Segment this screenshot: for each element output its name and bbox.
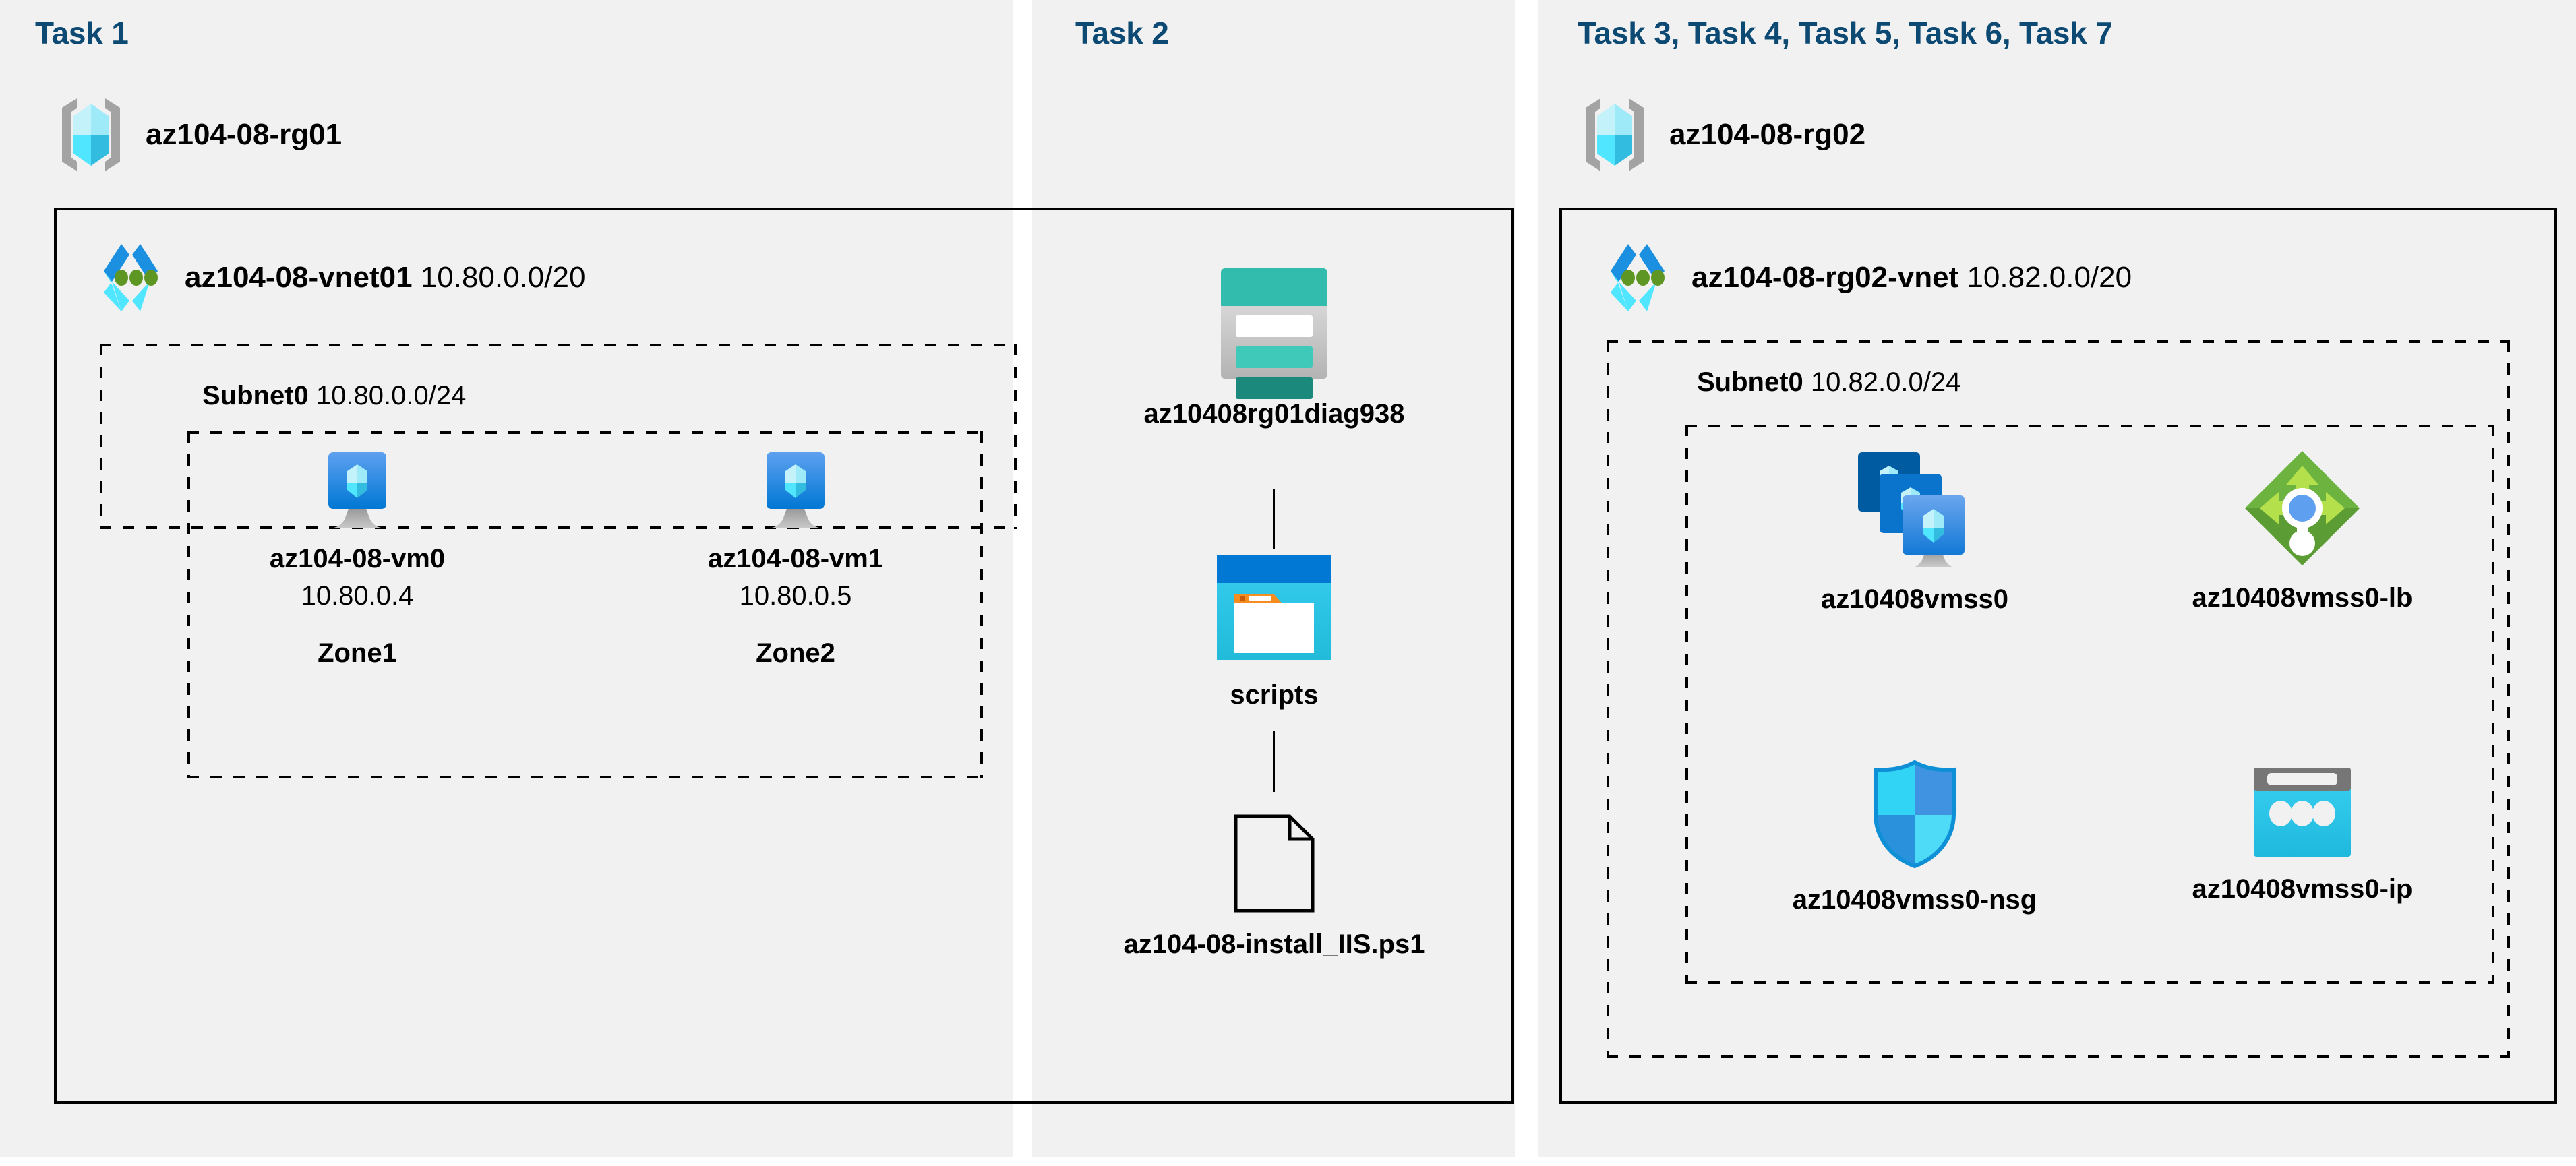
resource-group-rg02[interactable]: az104-08-rg02 <box>1578 94 1865 175</box>
storage-account-name: az10408rg01diag938 <box>1143 399 1405 429</box>
vm-scale-set-icon <box>1854 448 1975 570</box>
resource-group-rg02-label: az104-08-rg02 <box>1669 118 1866 151</box>
virtual-network-icon <box>94 240 167 315</box>
virtual-network-icon <box>1601 240 1674 315</box>
resource-group-rg01[interactable]: az104-08-rg01 <box>54 94 342 175</box>
resource-group-rg01-label: az104-08-rg01 <box>146 118 342 151</box>
rg02-vnet-label: az104-08-rg02-vnet 10.82.0.0/20 <box>1691 261 2132 294</box>
resource-group-icon <box>54 94 128 175</box>
vmss-name: az10408vmss0 <box>1820 584 2009 614</box>
script-file-node[interactable]: az104-08-install_IIS.ps1 <box>1099 812 1449 960</box>
vnet01-header[interactable]: az104-08-vnet01 10.80.0.0/20 <box>94 240 585 315</box>
task3-7-title: Task 3, Task 4, Task 5, Task 6, Task 7 <box>1578 16 2113 51</box>
script-file-name: az104-08-install_IIS.ps1 <box>1123 929 1425 959</box>
load-balancer-node[interactable]: az10408vmss0-lb <box>2144 448 2461 613</box>
storage-account-node[interactable]: az10408rg01diag938 <box>1126 263 1422 429</box>
vnet01-vm-zone-boundary <box>187 431 983 778</box>
nsg-name: az10408vmss0-nsg <box>1792 885 2037 915</box>
vnet01-label: az104-08-vnet01 10.80.0.0/20 <box>185 261 586 294</box>
rg02-vnet-boundary <box>1559 208 2557 1104</box>
public-ip-name: az10408vmss0-ip <box>2192 874 2413 904</box>
connector-container-to-file <box>1273 731 1275 792</box>
public-ip-node[interactable]: az10408vmss0-ip <box>2157 765 2447 904</box>
nsg-node[interactable]: az10408vmss0-nsg <box>1753 758 2076 915</box>
blob-container-icon <box>1213 549 1336 665</box>
blob-container-node[interactable]: scripts <box>1176 549 1372 710</box>
file-icon <box>1229 812 1319 915</box>
rg02-vnet-header[interactable]: az104-08-rg02-vnet 10.82.0.0/20 <box>1601 240 2132 315</box>
resource-group-icon <box>1578 94 1652 175</box>
task2-title: Task 2 <box>1075 16 1169 51</box>
task1-title: Task 1 <box>35 16 129 51</box>
blob-container-name: scripts <box>1230 680 1319 710</box>
load-balancer-icon <box>2242 448 2362 568</box>
vmss-node[interactable]: az10408vmss0 <box>1766 448 2063 615</box>
public-ip-address-icon <box>2251 765 2354 859</box>
rg02-resource-group-boundary <box>1685 425 2494 984</box>
network-security-group-icon <box>1867 758 1962 870</box>
vnet01-boundary <box>54 208 1514 1104</box>
vnet01-subnet0-label: Subnet0 10.80.0.0/24 <box>202 381 467 410</box>
connector-storage-to-container <box>1273 489 1275 549</box>
load-balancer-name: az10408vmss0-lb <box>2192 583 2413 613</box>
rg02-subnet0-label: Subnet0 10.82.0.0/24 <box>1697 367 1961 397</box>
storage-account-icon <box>1210 263 1338 399</box>
